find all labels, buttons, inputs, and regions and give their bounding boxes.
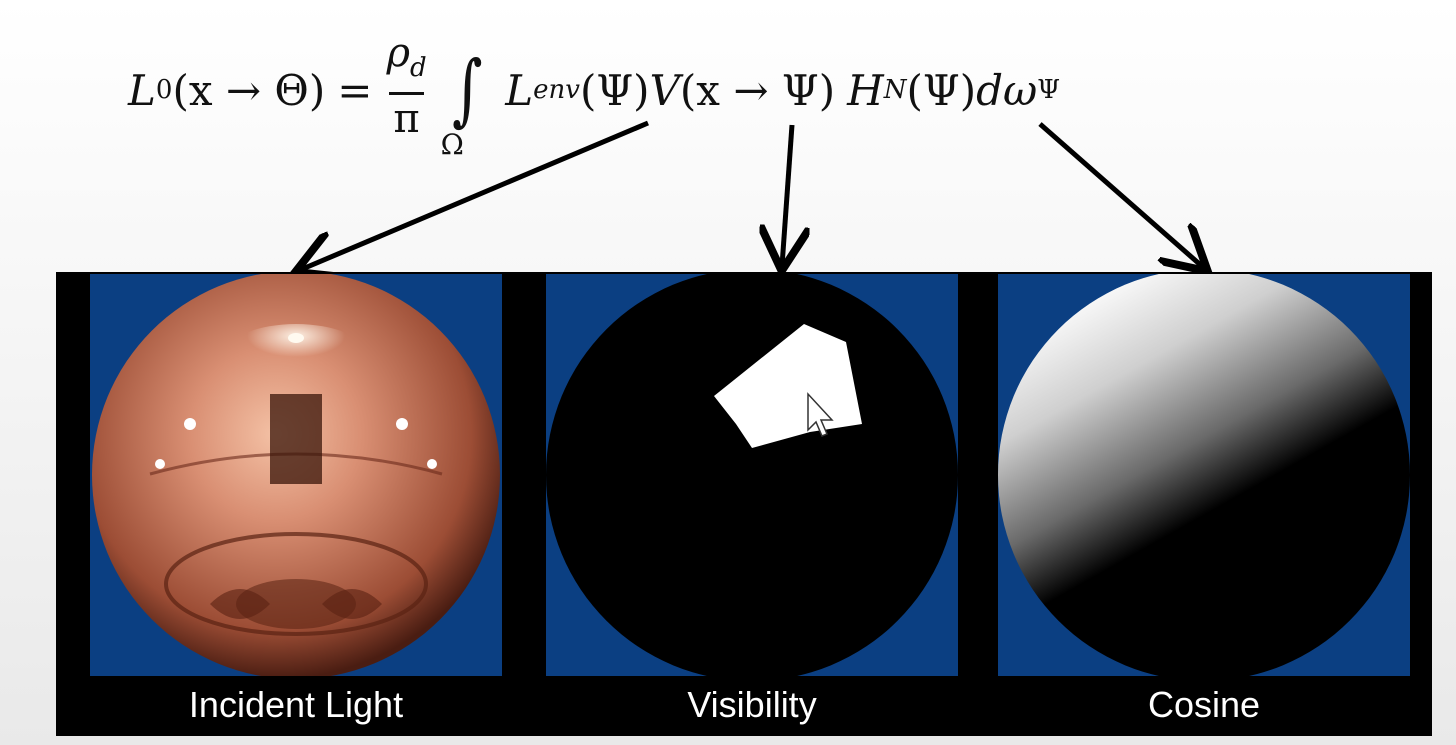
fraction-numerator: ρd (386, 30, 427, 83)
cosine-symbol: H (847, 65, 884, 115)
visibility-sphere (546, 274, 958, 676)
fraction-denominator: π (389, 92, 424, 143)
env-arguments: (Ψ) (579, 65, 650, 115)
environment-map-sphere (92, 274, 500, 676)
env-radiance-symbol: L (505, 65, 534, 115)
cosine-sphere (998, 274, 1410, 676)
visibility-panel (546, 274, 958, 676)
incident-light-panel (90, 274, 502, 676)
env-subscript: env (533, 75, 580, 105)
cosine-label: Cosine (1147, 684, 1261, 725)
visibility-label: Visibility (687, 684, 817, 725)
radiance-symbol: L (128, 65, 156, 115)
radiance-subscript: 0 (155, 75, 173, 105)
cosine-subscript: N (883, 75, 907, 105)
solid-angle-subscript: Ψ (1037, 75, 1061, 105)
visibility-symbol: V (649, 65, 680, 115)
visibility-arguments: (x → Ψ) (679, 65, 836, 115)
equals-sign: = (337, 65, 373, 115)
albedo-fraction: ρd π (382, 29, 430, 143)
arrow-to-cosine (1038, 122, 1204, 268)
integration-domain: Ω (440, 128, 464, 161)
incident-light-label: Incident Light (188, 684, 404, 725)
cosine-arguments: (Ψ) (906, 65, 977, 115)
mouse-cursor-icon (807, 392, 834, 437)
solid-angle-symbol: dω (976, 65, 1038, 115)
illustration-strip: Incident Light Visibility Cosine (56, 272, 1432, 736)
integral-sign: ∫ Ω (440, 45, 483, 161)
radiance-arguments: (x → Θ) (172, 65, 326, 115)
cosine-panel (998, 274, 1410, 676)
